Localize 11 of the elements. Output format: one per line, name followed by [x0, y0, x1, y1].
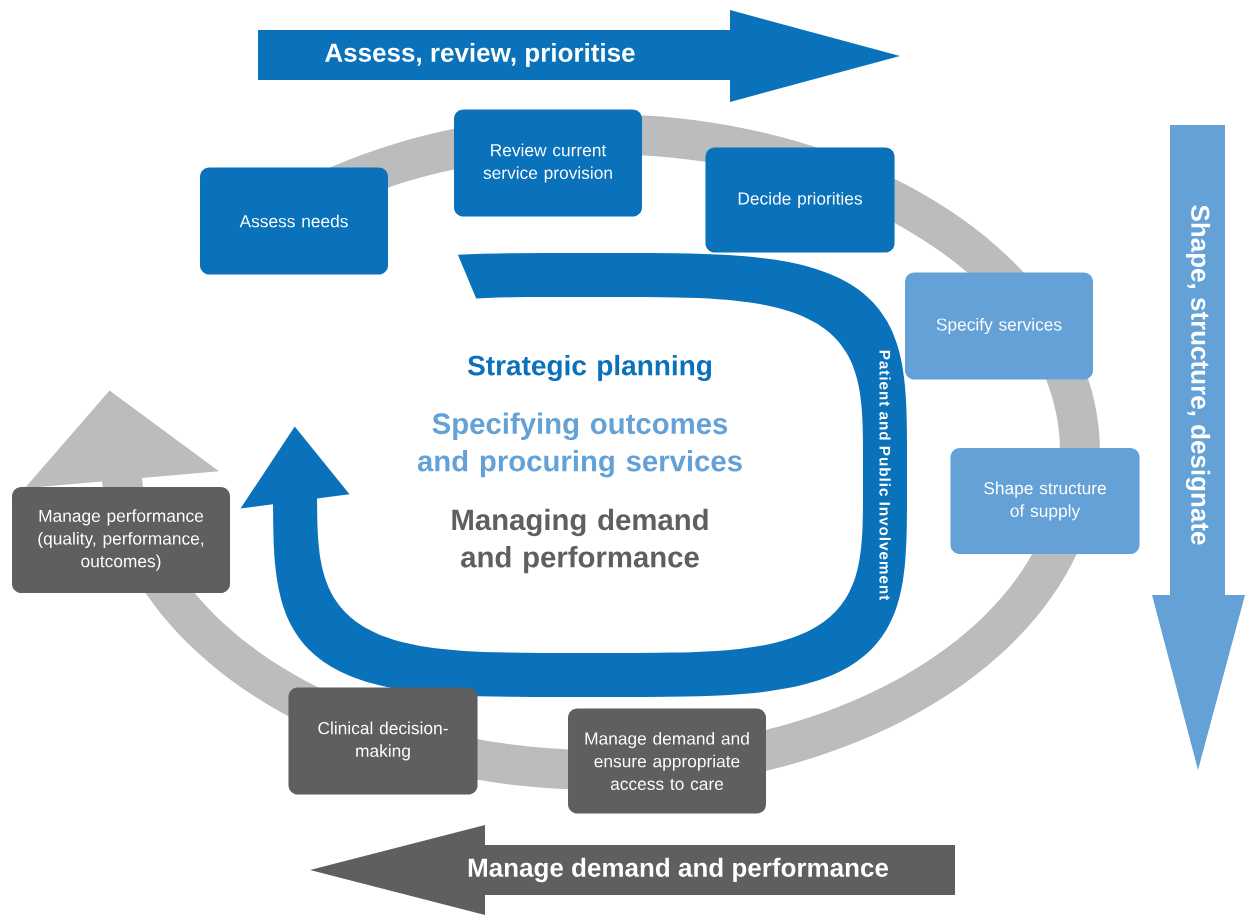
center-heading: Strategic planning: [467, 354, 712, 382]
process-box: Manage performance (quality, performance, outcomes): [12, 487, 230, 593]
process-box: Shape structure of supply: [950, 448, 1140, 554]
process-box: Review current service provision: [454, 109, 642, 217]
center-heading: Specifying outcomes and procuring services: [417, 412, 742, 478]
process-box: Assess needs: [200, 167, 388, 275]
center-heading: Managing demand and performance: [452, 508, 708, 574]
process-box: Clinical decision-making: [288, 687, 478, 795]
process-box: Specify services: [905, 272, 1093, 380]
process-box: Manage demand and ensure appropriate access to care: [568, 708, 766, 814]
process-box: Decide priorities: [705, 147, 895, 253]
